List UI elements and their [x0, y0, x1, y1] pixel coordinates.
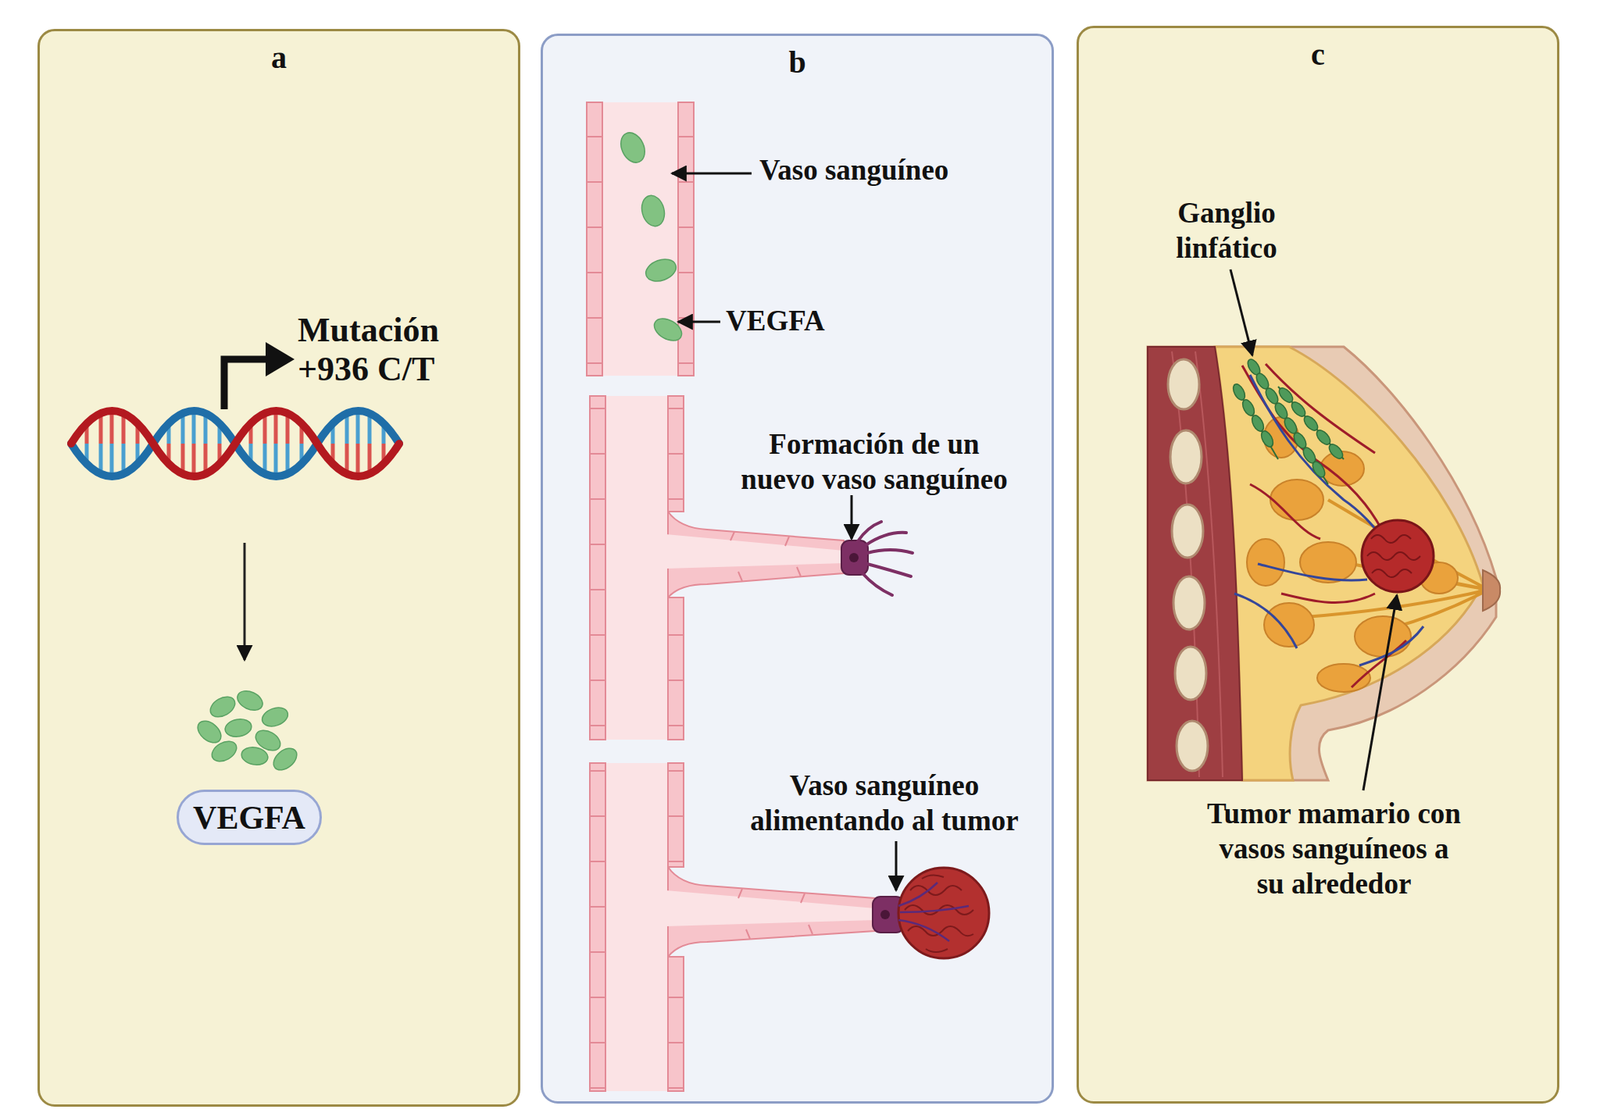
panel: b [540, 33, 1054, 1104]
part-label: Vaso sanguíneo [759, 153, 994, 188]
part-label: VEGFA [725, 303, 883, 339]
part-label: Vaso sanguíneo alimentando al tumor [735, 767, 1033, 839]
panel-letter: b [542, 43, 1052, 82]
panel: aVEGFA [37, 28, 521, 1108]
panel-letter: c [1078, 35, 1558, 74]
mutation-label: Mutación +936 C/T [297, 310, 462, 389]
panel-letter: a [39, 39, 518, 77]
part-label: Formación de un nuevo vaso sanguíneo [735, 426, 1014, 497]
part-label: Tumor mamario con vasos sanguíneos a su … [1203, 796, 1465, 902]
protein-pill: VEGFA [176, 789, 322, 846]
part-label: Ganglio linfático [1160, 195, 1293, 266]
panel: c [1076, 25, 1560, 1104]
protein-name: VEGFA [192, 801, 306, 835]
